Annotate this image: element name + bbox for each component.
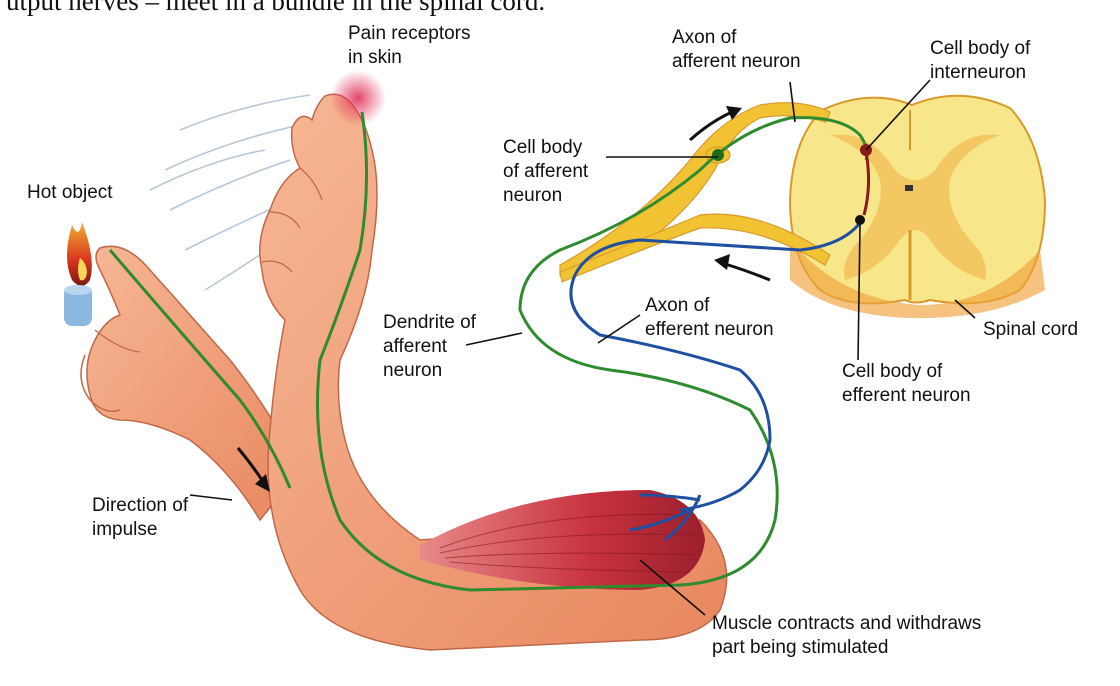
label-line: part being stimulated bbox=[712, 637, 889, 658]
label-line: neuron bbox=[503, 185, 563, 206]
label-line: Spinal cord bbox=[983, 319, 1079, 340]
label-line: in skin bbox=[348, 47, 402, 68]
label-line: Dendrite of bbox=[383, 312, 476, 333]
label-line: interneuron bbox=[930, 62, 1027, 83]
label-axon-afferent: Axon of afferent neuron bbox=[672, 26, 801, 74]
label-direction-impulse: Direction of impulse bbox=[92, 494, 188, 542]
label-line: Muscle contracts and withdraws bbox=[712, 613, 982, 634]
label-muscle-contracts: Muscle contracts and withdraws part bein… bbox=[712, 612, 981, 660]
label-line: afferent bbox=[383, 336, 448, 357]
label-cell-body-efferent: Cell body of efferent neuron bbox=[842, 360, 971, 408]
label-line: Cell body of bbox=[842, 361, 943, 382]
label-line: Axon of bbox=[645, 295, 710, 316]
label-line: afferent neuron bbox=[672, 51, 801, 72]
label-line: Cell body bbox=[503, 137, 583, 158]
label-axon-efferent: Axon of efferent neuron bbox=[645, 294, 774, 342]
efferent-neuron-path bbox=[569, 219, 864, 542]
raised-arm bbox=[259, 93, 728, 651]
page-caption-fragment: utput nerves – meet in a bundle in the s… bbox=[6, 0, 546, 16]
impulse-arrow-icon bbox=[236, 106, 771, 492]
label-line: Pain receptors bbox=[348, 23, 471, 44]
label-cell-body-afferent: Cell body of afferent neuron bbox=[503, 136, 588, 208]
label-line: Hot object bbox=[27, 182, 113, 203]
leader-lines bbox=[189, 79, 976, 616]
efferent-cell-body bbox=[855, 215, 865, 225]
afferent-cell-body bbox=[712, 149, 724, 161]
lower-hand bbox=[80, 245, 301, 522]
label-line: Cell body of bbox=[930, 38, 1031, 59]
candle-icon bbox=[64, 222, 92, 326]
label-dendrite-afferent: Dendrite of afferent neuron bbox=[383, 311, 476, 383]
label-line: efferent neuron bbox=[842, 385, 971, 406]
spinal-cord bbox=[788, 94, 1047, 319]
label-line: Axon of bbox=[672, 27, 737, 48]
label-hot-object: Hot object bbox=[27, 181, 113, 205]
pain-receptor-glow bbox=[330, 70, 386, 126]
label-pain-receptors: Pain receptors in skin bbox=[348, 22, 471, 70]
label-line: Direction of bbox=[92, 495, 189, 516]
label-line: efferent neuron bbox=[645, 319, 774, 340]
label-line: impulse bbox=[92, 519, 158, 540]
afferent-neuron-path bbox=[108, 111, 869, 592]
label-line: neuron bbox=[383, 360, 443, 381]
label-spinal-cord: Spinal cord bbox=[983, 318, 1078, 342]
label-cell-body-interneuron: Cell body of interneuron bbox=[930, 37, 1030, 85]
label-line: of afferent bbox=[503, 161, 589, 182]
